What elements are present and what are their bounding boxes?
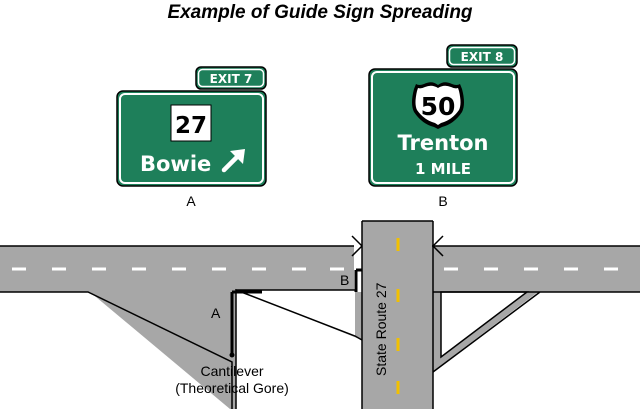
sign-b-caption: B <box>438 193 447 209</box>
sign-a-exit-tab: EXIT 7 <box>210 72 253 86</box>
route-27-shield-icon <box>170 104 212 142</box>
crossroad-state-route-27 <box>362 221 433 409</box>
us-route-50-shield-icon <box>412 82 464 129</box>
sign-a-route-number: 27 <box>175 113 207 139</box>
gore-label-line2: (Theoretical Gore) <box>175 380 289 396</box>
location-b-label: B <box>340 272 349 288</box>
sign-a-destination: Bowie <box>140 152 211 176</box>
sign-b-exit-tab: EXIT 8 <box>461 50 504 64</box>
gore-point-marker <box>229 352 235 358</box>
up-right-arrow-icon <box>221 149 245 173</box>
location-a-label: A <box>211 305 221 321</box>
sign-b: EXIT 8 50 Trenton 1 MILE <box>368 44 518 187</box>
gore-label-line1: Cantilever <box>200 363 263 379</box>
sign-b-destination: Trenton <box>398 131 489 155</box>
sign-a: EXIT 7 27 Bowie <box>116 66 267 187</box>
roadway-plan <box>0 220 640 409</box>
bridge-markers <box>351 235 444 257</box>
sign-a-caption: A <box>186 193 196 209</box>
sign-b-distance: 1 MILE <box>415 160 471 178</box>
diagram-title: Example of Guide Sign Spreading <box>167 2 473 23</box>
crossroad-label: State Route 27 <box>373 282 389 376</box>
sign-b-route-number: 50 <box>421 92 456 121</box>
